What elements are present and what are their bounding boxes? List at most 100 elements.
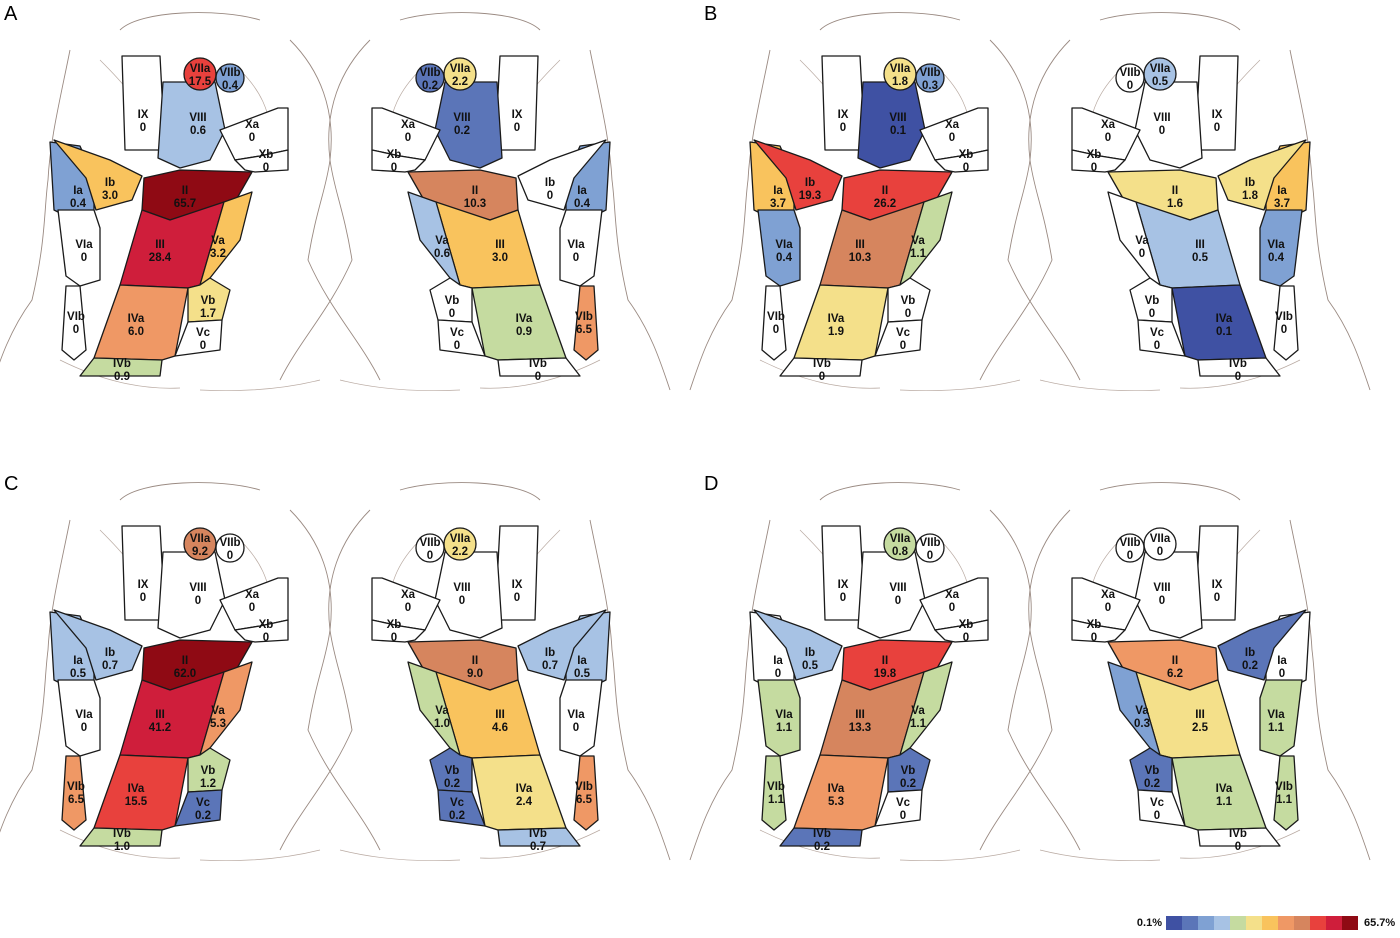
zone-iva-name: IVa [516,313,533,325]
zone-va [899,191,953,286]
zone-vc-value: 0.2 [195,810,211,822]
zone-ib-name: Ib [805,647,815,659]
panel-label: A [4,3,18,25]
zone-ii-value: 65.7 [174,198,196,210]
zone-ivb-name: IVb [813,358,831,370]
zone-ib [753,139,843,211]
zone-viii [434,81,503,169]
color-scale-legend: 0.1% 65.7% [1137,916,1395,930]
zone-iii-value: 3.0 [492,252,508,264]
zone-ii-value: 6.2 [1167,668,1183,680]
zone-vib [761,755,787,831]
zone-iii-value: 4.6 [492,722,508,734]
zone-xb-name: Xb [387,619,402,631]
zone-vb-value: 0 [1149,308,1155,320]
zone-xa-value: 0 [949,602,955,614]
zone-iva-name: IVa [828,783,845,795]
zone-vb-name: Vb [1145,295,1160,307]
zone-viii [157,81,226,169]
zone-xb [371,149,426,173]
zone-vb-value: 0.2 [900,778,916,790]
zone-vib [1273,285,1299,361]
zone-viia-name: VIIa [890,63,911,75]
zone-viii-name: VIII [1153,582,1170,594]
view-shapes [279,12,671,392]
zone-vib-name: VIb [67,781,85,793]
zone-viii-value: 0 [1159,595,1165,607]
zone-viia-value: 2.2 [452,76,468,88]
zone-viib-name: VIIb [919,67,940,79]
zone-vc [437,789,486,827]
zone-vc-name: Vc [896,797,911,809]
zone-ivb [497,827,581,847]
zone-xa-name: Xa [245,589,260,601]
zone-xa-value: 0 [405,602,411,614]
zone-viia-name: VIIa [450,63,471,75]
zone-iii-name: III [1195,709,1205,721]
zone-va [199,191,253,286]
zone-vc-name: Vc [1150,797,1165,809]
zone-vb-value: 0 [449,308,455,320]
zone-viib-value: 0.4 [222,80,239,92]
zone-iii-name: III [155,709,165,721]
zone-iva [93,754,189,831]
zone-vc-name: Vc [450,327,465,339]
zone-viii-value: 0.6 [190,125,206,137]
zone-viib [215,63,245,93]
zone-vc-value: 0 [900,810,906,822]
zone-vb-value: 0.2 [444,778,460,790]
zone-ia-name: Ia [773,185,783,197]
zone-via-value: 0.4 [1268,252,1285,264]
zone-viii-value: 0 [459,595,465,607]
zone-iva-name: IVa [1216,313,1233,325]
zone-viia-name: VIIa [450,533,471,545]
head-neck-outline [979,12,1371,391]
scale-swatch [1326,916,1342,930]
zone-iii-value: 41.2 [149,722,171,734]
zone-via-name: VIa [1267,709,1285,721]
zone-ivb [1197,357,1281,377]
zone-vib-value: 6.5 [576,324,593,336]
zone-ivb [779,357,863,377]
scale-swatch [1262,916,1278,930]
zone-xa-name: Xa [245,119,260,131]
zone-ib-name: Ib [105,177,115,189]
zone-ix [1194,525,1239,621]
zone-iva [793,284,889,361]
zone-ii-name: II [1172,185,1178,197]
scale-swatch [1214,916,1230,930]
zone-xb [234,619,289,643]
zone-viii-value: 0 [195,595,201,607]
zone-viii-name: VIII [453,582,470,594]
zone-iii-name: III [495,239,505,251]
zone-ia-value: 0 [1279,668,1285,680]
zone-ii-value: 1.6 [1167,198,1183,210]
zone-iva [1171,754,1267,831]
zone-viia-name: VIIa [890,533,911,545]
zone-ia-name: Ia [773,655,783,667]
zone-ia-value: 0 [775,668,781,680]
head-neck-outline [0,482,381,851]
zone-ii-name: II [472,185,478,197]
zone-vib-value: 1.1 [1276,794,1293,806]
zone-ii-value: 62.0 [174,668,196,680]
panel-label: B [704,3,717,25]
zone-viib-value: 0 [927,550,933,562]
zone-ivb-value: 0.9 [114,371,130,383]
zone-ii-value: 26.2 [874,198,896,210]
zone-ix-name: IX [512,109,523,121]
zone-viii-value: 0 [895,595,901,607]
zone-vib-name: VIb [767,781,785,793]
zone-vb-name: Vb [445,765,460,777]
neck-view-right: IX0VIII0Xa0Xb0Ia0.5Ib0.7II9.0III4.6IVa2.… [279,482,671,862]
zone-xa-value: 0 [249,602,255,614]
zone-ix [1194,55,1239,151]
zone-ivb-name: IVb [1229,358,1247,370]
zone-xb-value: 0 [1091,632,1097,644]
zone-iii-value: 13.3 [849,722,871,734]
zone-viii-name: VIII [453,112,470,124]
zone-via-name: VIa [775,709,793,721]
